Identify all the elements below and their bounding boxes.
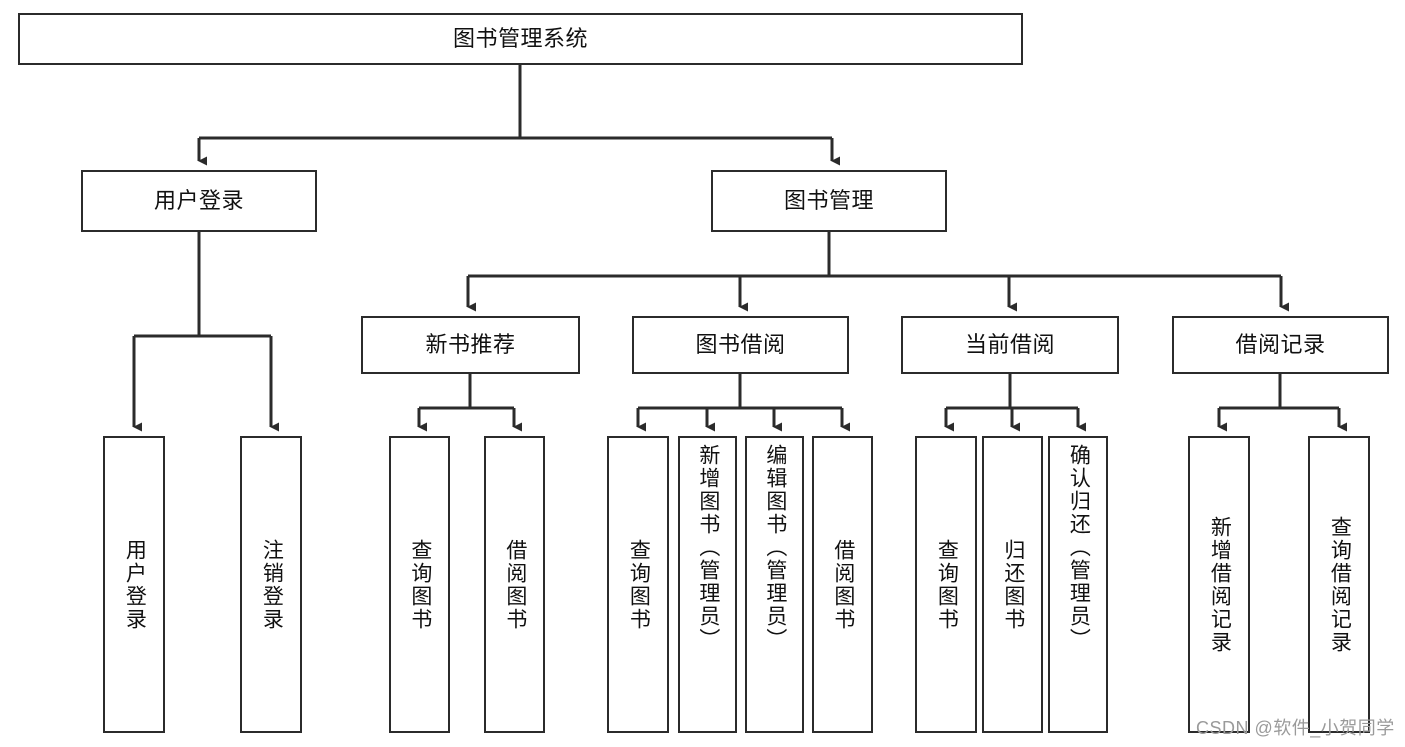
leaf-node[interactable]: 注销登录 bbox=[240, 436, 302, 733]
node-new-book-recommend[interactable]: 新书推荐 bbox=[361, 316, 580, 374]
leaf-node[interactable]: 归还图书 bbox=[982, 436, 1043, 733]
leaf-node[interactable]: 查询图书 bbox=[607, 436, 669, 733]
leaf-node[interactable]: 查询借阅记录 bbox=[1308, 436, 1370, 733]
node-label: 查询借阅记录 bbox=[1328, 515, 1352, 654]
leaf-node[interactable]: 借阅图书 bbox=[812, 436, 873, 733]
node-label: 图书管理 bbox=[783, 188, 874, 214]
node-label: 用户登录 bbox=[123, 538, 147, 631]
leaf-node[interactable]: 新增图书（管理员） bbox=[678, 436, 737, 733]
node-label: 借阅记录 bbox=[1235, 332, 1326, 358]
node-book-management[interactable]: 图书管理 bbox=[711, 170, 947, 232]
node-label: 编辑图书（管理员） bbox=[763, 444, 787, 651]
node-label: 新增图书（管理员） bbox=[696, 444, 720, 651]
node-label: 当前借阅 bbox=[964, 332, 1055, 358]
node-label: 确认归还（管理员） bbox=[1067, 444, 1091, 651]
node-label: 注销登录 bbox=[260, 538, 284, 631]
node-label: 图书管理系统 bbox=[452, 26, 588, 52]
leaf-node[interactable]: 借阅图书 bbox=[484, 436, 545, 733]
leaf-node[interactable]: 确认归还（管理员） bbox=[1048, 436, 1108, 733]
node-root-system[interactable]: 图书管理系统 bbox=[18, 13, 1023, 65]
node-label: 查询图书 bbox=[627, 538, 651, 631]
node-book-borrow[interactable]: 图书借阅 bbox=[632, 316, 849, 374]
node-user-login[interactable]: 用户登录 bbox=[81, 170, 317, 232]
node-borrow-record[interactable]: 借阅记录 bbox=[1172, 316, 1389, 374]
leaf-node[interactable]: 查询图书 bbox=[915, 436, 977, 733]
node-label: 借阅图书 bbox=[831, 538, 855, 631]
node-label: 查询图书 bbox=[408, 538, 432, 631]
node-label: 新书推荐 bbox=[425, 332, 516, 358]
node-label: 图书借阅 bbox=[695, 332, 786, 358]
node-label: 用户登录 bbox=[153, 188, 244, 214]
leaf-node[interactable]: 编辑图书（管理员） bbox=[745, 436, 804, 733]
node-label: 借阅图书 bbox=[503, 538, 527, 631]
watermark-text: CSDN @软件_小贺同学 bbox=[1196, 718, 1395, 738]
leaf-node[interactable]: 查询图书 bbox=[389, 436, 450, 733]
node-label: 查询图书 bbox=[935, 538, 959, 631]
leaf-node[interactable]: 新增借阅记录 bbox=[1188, 436, 1250, 733]
node-label: 新增借阅记录 bbox=[1208, 515, 1232, 654]
node-current-borrow[interactable]: 当前借阅 bbox=[901, 316, 1119, 374]
leaf-node[interactable]: 用户登录 bbox=[103, 436, 165, 733]
node-label: 归还图书 bbox=[1001, 538, 1025, 631]
